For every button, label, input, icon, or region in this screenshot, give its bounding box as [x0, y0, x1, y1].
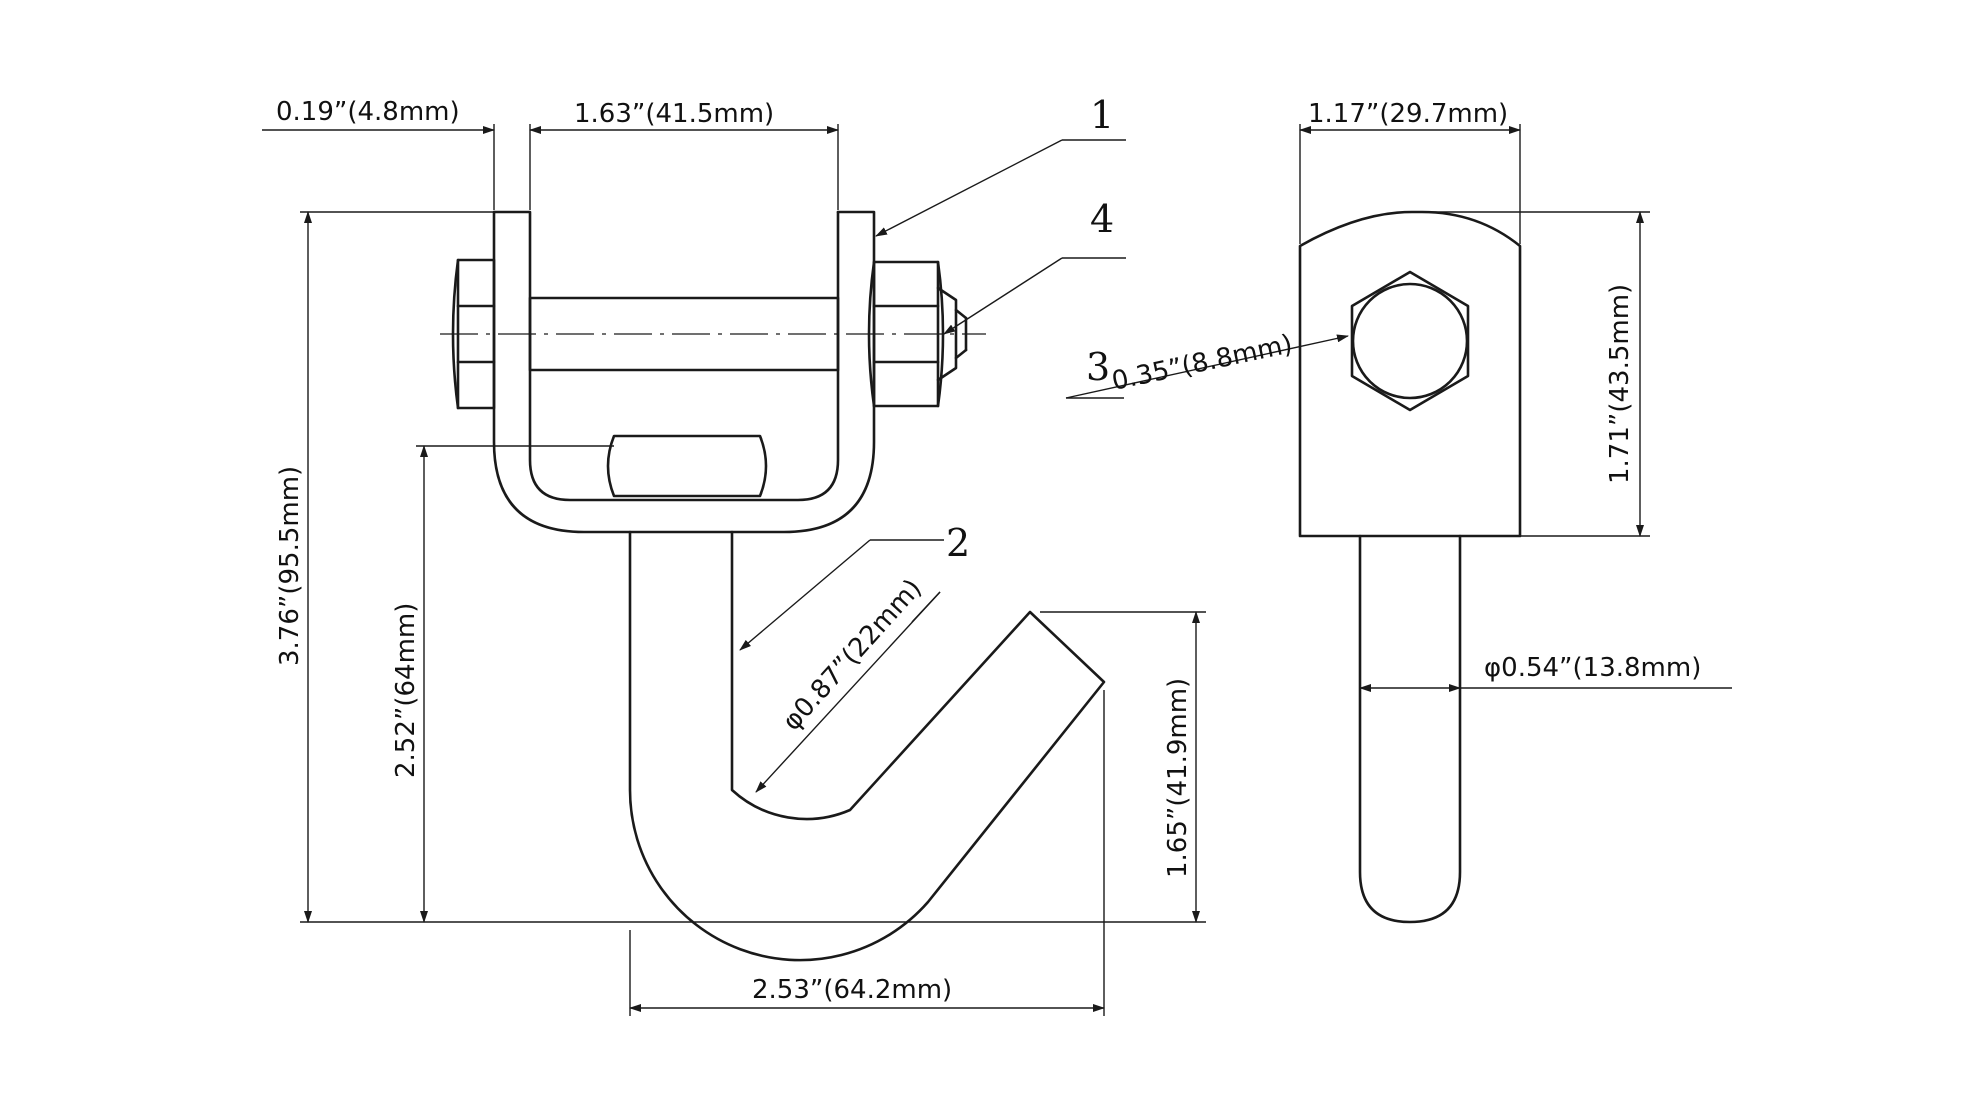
bracket-side-body: [1298, 210, 1522, 538]
dim-rod-dia: φ0.54”(13.8mm): [1484, 653, 1701, 683]
swivel-spacer: [606, 434, 768, 498]
dim-hook-height: 2.52”(64mm): [391, 603, 421, 778]
dim-bracket-height: 1.71”(43.5mm): [1605, 284, 1635, 484]
u-bracket-left-flange: [492, 210, 840, 502]
dim-hook-tip-height: 1.65”(41.9mm): [1163, 678, 1193, 878]
balloon-1: 1: [1090, 93, 1114, 137]
hook-body: [628, 530, 1106, 962]
u-bracket-outer: [492, 210, 876, 534]
balloon-4: 4: [1090, 197, 1114, 241]
side-hex-nut: [1350, 270, 1470, 412]
dim-nut-size: 0.35”(8.8mm): [1109, 329, 1295, 397]
rod-side: [1358, 534, 1462, 924]
side-bolt-end: [1351, 282, 1469, 400]
balloon-leaders: [739, 139, 1126, 651]
side-view: [1298, 210, 1522, 924]
balloon-3: 3: [1086, 345, 1110, 389]
dim-flange-thickness: 0.19”(4.8mm): [276, 97, 460, 127]
dim-inner-width: 1.63”(41.5mm): [574, 99, 774, 129]
dimension-lines: [262, 124, 1732, 1016]
bolt-head: [451, 258, 496, 410]
dim-side-width: 1.17”(29.7mm): [1308, 99, 1508, 129]
dim-hook-width: 2.53”(64.2mm): [752, 975, 952, 1005]
balloon-2: 2: [946, 521, 970, 565]
dim-hook-inner-dia: φ0.87”(22mm): [777, 574, 928, 737]
dim-total-height: 3.76”(95.5mm): [275, 466, 305, 666]
front-view: [440, 210, 1106, 962]
